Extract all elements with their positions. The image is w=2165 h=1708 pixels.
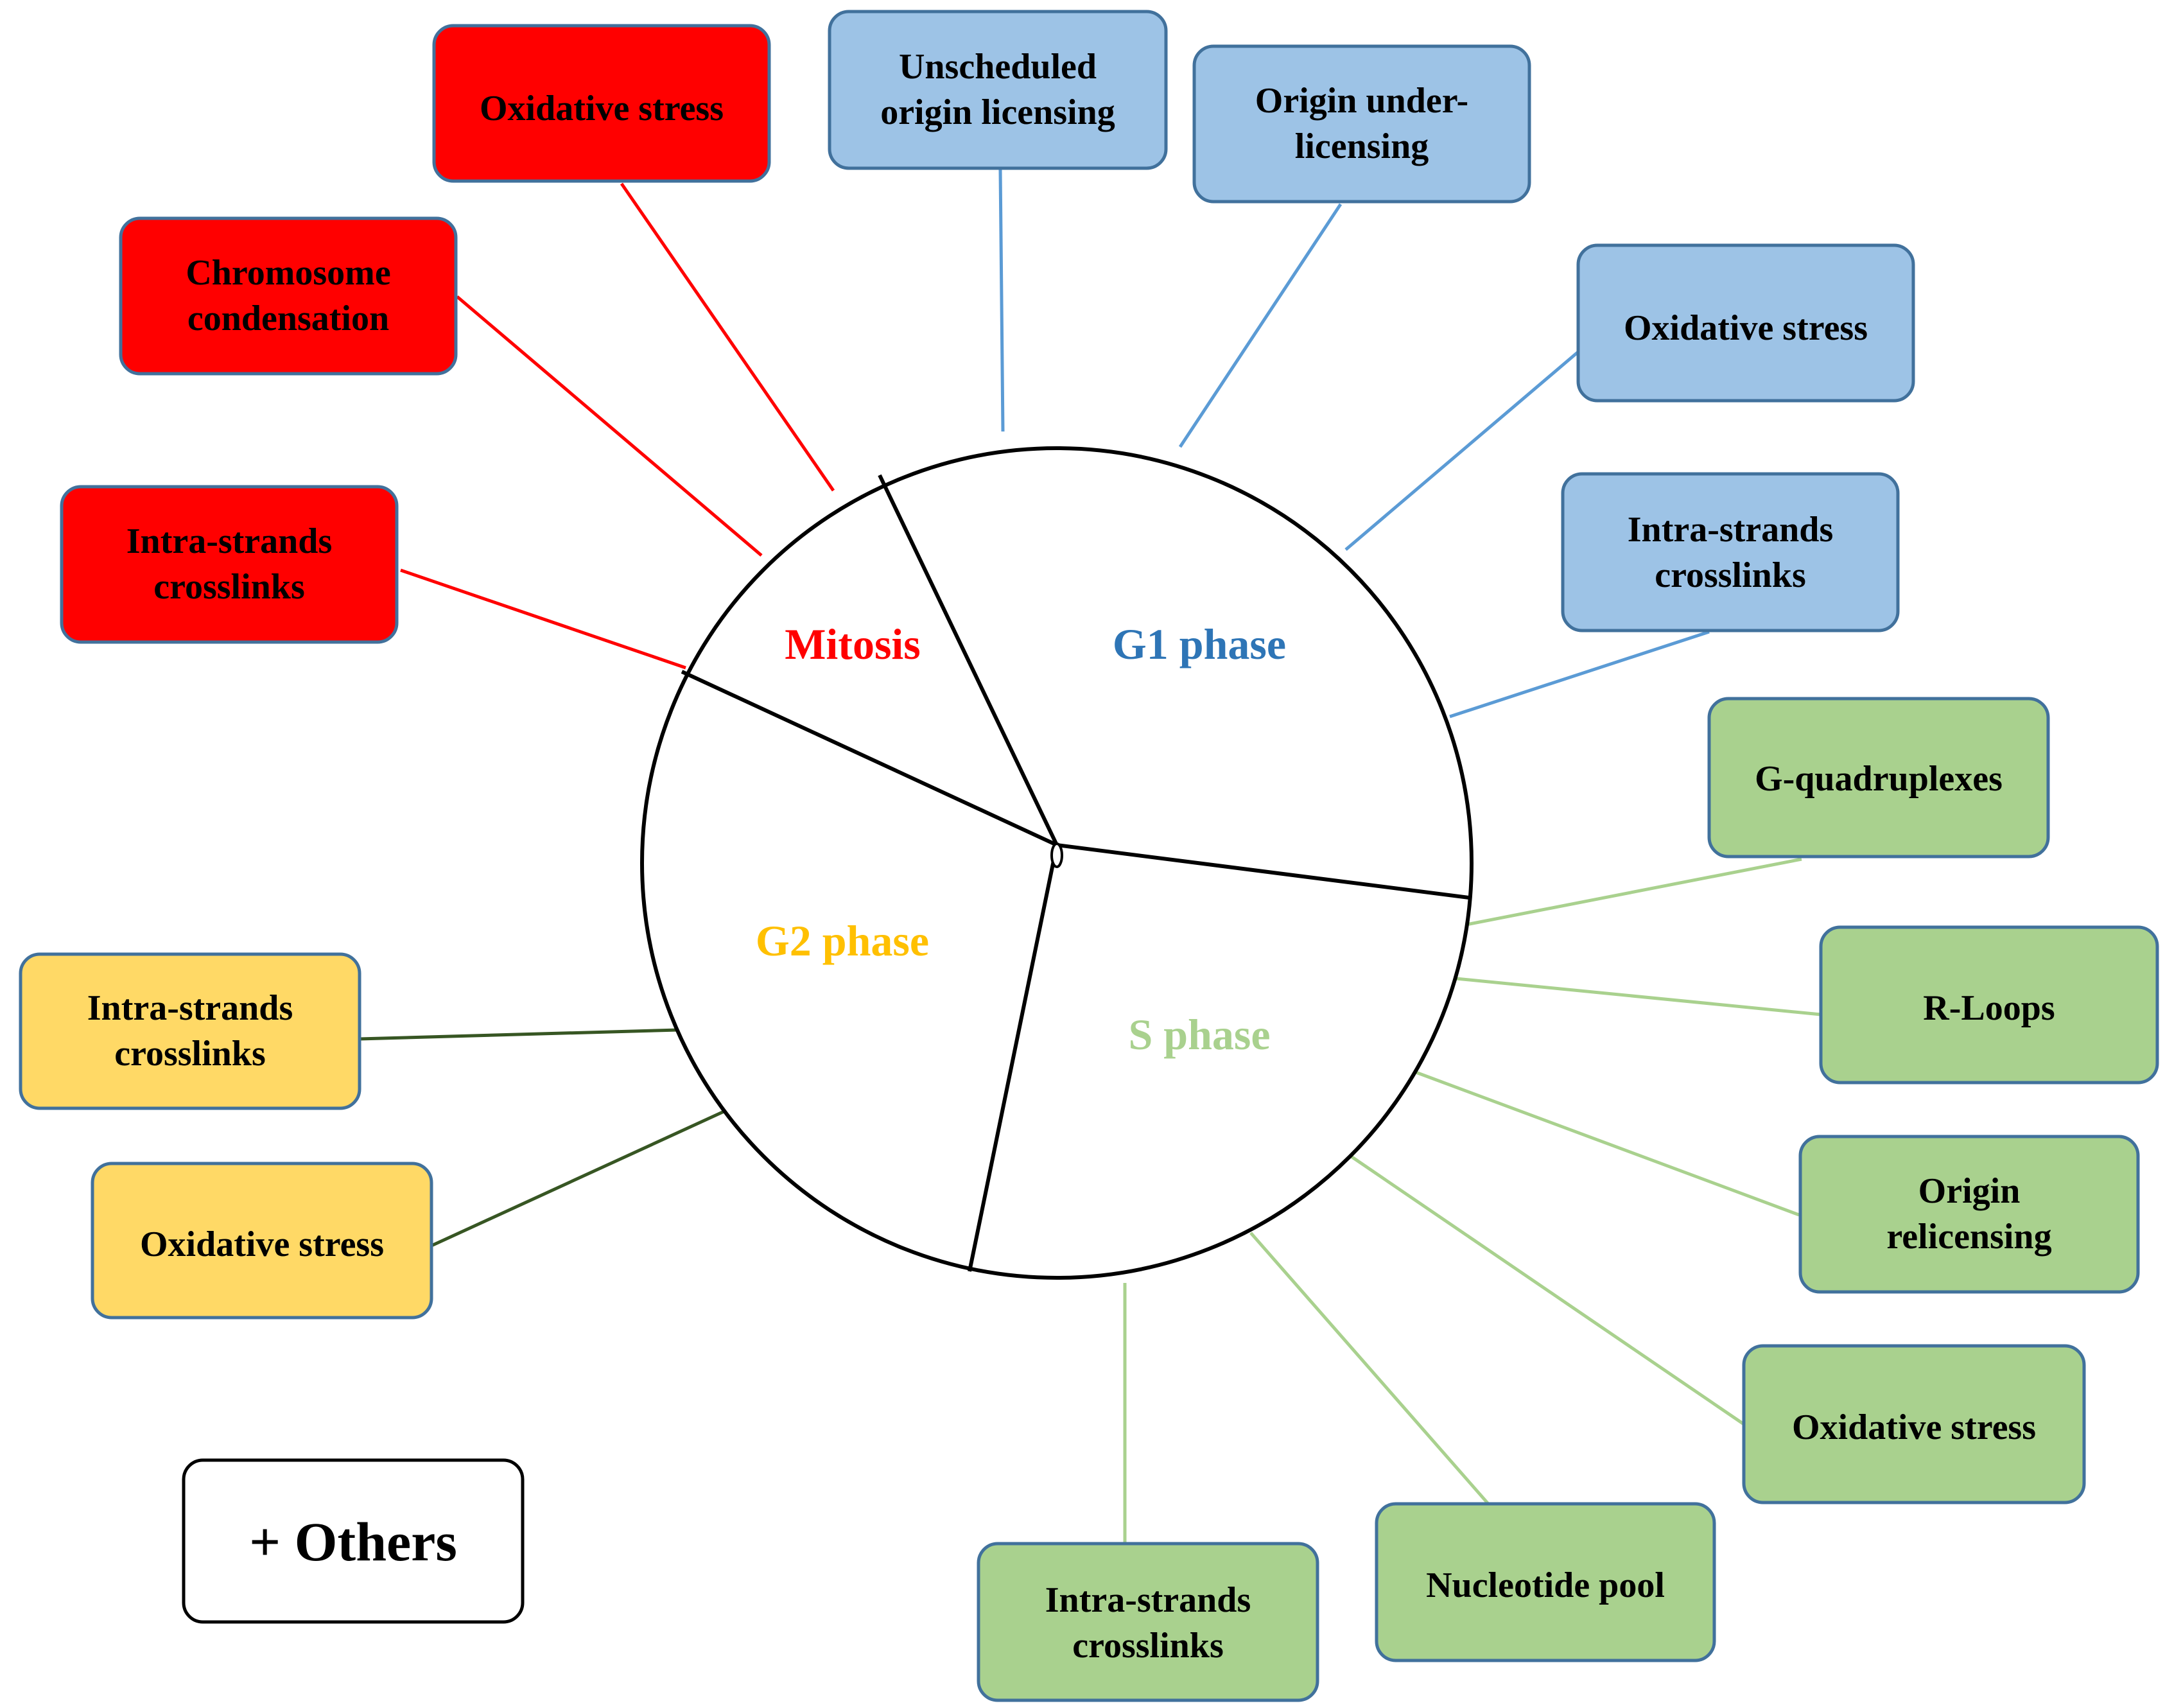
divider-mitosis-g1 [878,474,1059,846]
connector-g1-oxidative-stress [1344,351,1579,551]
connector-g2-intra-strands [359,1028,679,1041]
mitosis-box-oxidative-stress: Oxidative stress [432,24,771,183]
s-box-intra-strands: Intra-strands crosslinks [977,1542,1319,1702]
s-box-intra-strands-line-1: Intra-strands [1045,1580,1251,1620]
mitosis-box-chromosome-condensation-line-1: Chromosome [186,253,390,293]
g1-box-intra-strands: Intra-strands crosslinks [1561,472,1900,632]
connector-s-oxidative-stress [1347,1153,1745,1426]
mitosis-box-oxidative-stress-rect [432,24,771,183]
phase-label-s: S phase [1128,1010,1270,1059]
g2-box-intra-strands-line-2: crosslinks [114,1034,265,1074]
s-box-origin-relicensing: Origin relicensing [1798,1135,2140,1294]
mitosis-box-intra-strands-line-1: Intra-strands [126,521,332,561]
s-box-g-quadruplexes-line-1: G-quadruplexes [1755,759,2003,799]
g1-box-unscheduled-origin: Unscheduled origin licensing [828,10,1168,170]
g1-box-origin-under-licensing-line-2: licensing [1295,126,1429,166]
connector-s-nucleotide-pool [1249,1232,1490,1505]
s-box-r-loops-rect [1819,925,2159,1085]
mitosis-box-chromosome-condensation: Chromosome condensation [119,216,458,376]
cell-cycle-circle: Mitosis G1 phase S phase G2 phase [640,446,1474,1280]
s-box-oxidative-stress-rect [1742,1344,2086,1504]
g2-box-intra-strands: Intra-strands crosslinks [19,952,361,1110]
mitosis-box-chromosome-condensation-line-2: condensation [187,299,389,338]
g1-box-origin-under-licensing-rect [1192,44,1531,204]
connector-s-origin-relicensing [1412,1069,1800,1217]
g1-box-intra-strands-rect [1561,472,1900,632]
connector-mitosis-oxidative-stress [620,182,835,492]
s-box-origin-relicensing-line-2: relicensing [1886,1217,2051,1257]
connector-g1-origin-under-licensing [1178,203,1343,448]
connector-s-r-loops [1456,977,1822,1016]
g1-box-origin-under-licensing-line-1: Origin under- [1255,81,1468,121]
s-box-nucleotide-pool: Nucleotide pool [1375,1502,1716,1662]
connector-mitosis-intra-strands [400,568,686,670]
others-box: + Others [182,1458,525,1624]
phase-label-mitosis: Mitosis [785,620,921,668]
phase-label-g2: G2 phase [756,916,929,965]
cycle-center [1050,842,1063,868]
connector-g1-intra-strands [1449,630,1710,719]
mitosis-box-intra-strands: Intra-strands crosslinks [60,485,399,644]
g2-box-intra-strands-rect [19,952,361,1110]
connector-g1-unscheduled-origin [998,169,1005,432]
g1-box-origin-under-licensing: Origin under- licensing [1192,44,1531,204]
s-box-g-quadruplexes: G-quadruplexes [1707,697,2050,858]
s-box-intra-strands-line-2: crosslinks [1072,1626,1223,1666]
divider-s-g2 [968,844,1059,1272]
s-box-nucleotide-pool-rect [1375,1502,1716,1662]
others-label: + Others [249,1511,457,1573]
others-box-rect [182,1458,525,1624]
g1-box-oxidative-stress-line-1: Oxidative stress [1624,308,1868,348]
s-box-nucleotide-pool-line-1: Nucleotide pool [1426,1565,1665,1605]
s-box-origin-relicensing-line-1: Origin [1918,1171,2021,1211]
connector-mitosis-chromosome-condensation [456,295,763,557]
g1-box-unscheduled-origin-line-1: Unscheduled [899,47,1097,87]
g1-box-intra-strands-line-1: Intra-strands [1628,510,1833,550]
connector-s-g-quadruplexes [1466,857,1802,927]
mitosis-box-oxidative-stress-line-1: Oxidative stress [480,89,724,128]
g2-box-oxidative-stress-rect [91,1162,433,1320]
g1-box-oxidative-stress-rect [1576,243,1915,403]
connector-g2-oxidative-stress [430,1108,729,1248]
s-box-r-loops-line-1: R-Loops [1923,988,2055,1028]
divider-g1-s [1056,843,1470,900]
g2-box-oxidative-stress: Oxidative stress [91,1162,433,1320]
mitosis-box-chromosome-condensation-rect [119,216,458,376]
s-box-g-quadruplexes-rect [1707,697,2050,858]
mitosis-box-intra-strands-rect [60,485,399,644]
s-box-oxidative-stress: Oxidative stress [1742,1344,2086,1504]
g1-box-intra-strands-line-2: crosslinks [1655,555,1805,595]
divider-g2-mitosis [681,670,1058,847]
s-box-r-loops: R-Loops [1819,925,2159,1085]
s-box-oxidative-stress-line-1: Oxidative stress [1792,1407,2036,1447]
g1-box-unscheduled-origin-line-2: origin licensing [880,92,1115,132]
s-box-intra-strands-rect [977,1542,1319,1702]
phase-label-g1: G1 phase [1113,620,1286,668]
g2-box-intra-strands-line-1: Intra-strands [87,988,293,1028]
mitosis-box-intra-strands-line-2: crosslinks [153,567,304,607]
g2-box-oxidative-stress-line-1: Oxidative stress [140,1224,384,1264]
g1-box-oxidative-stress: Oxidative stress [1576,243,1915,403]
g1-box-unscheduled-origin-rect [828,10,1168,170]
connectors [359,169,1822,1542]
s-box-origin-relicensing-rect [1798,1135,2140,1294]
